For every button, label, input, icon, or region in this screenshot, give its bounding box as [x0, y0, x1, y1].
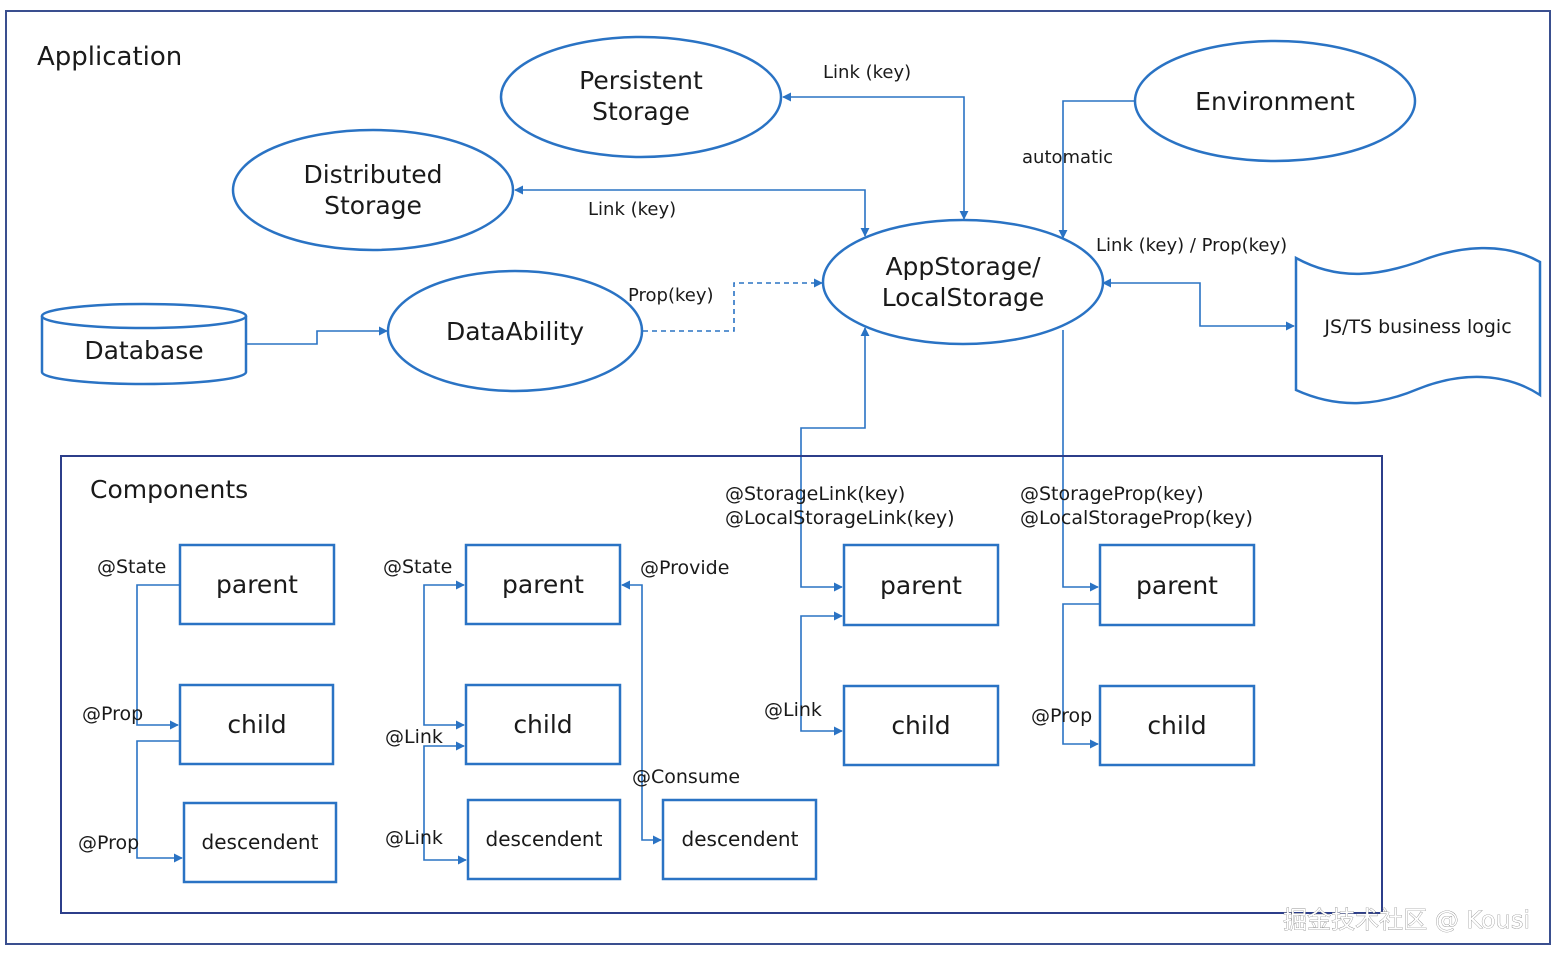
g3-link-connector	[800, 611, 843, 736]
g2-link2-label: @Link	[385, 827, 443, 849]
g3-link-label: @Link	[764, 699, 822, 721]
distributed-storage-label-line2: Storage	[324, 191, 422, 220]
g3-parent-box	[842, 543, 1000, 627]
g4-child-box	[1098, 684, 1256, 767]
g2-child-box	[464, 683, 622, 766]
distributed-link-label: Link (key)	[588, 199, 676, 220]
business-logic-connector	[1102, 278, 1295, 331]
g2-parent-label: parent	[502, 570, 584, 599]
g2-parent-box	[464, 543, 622, 626]
storage-prop-connector	[1062, 330, 1099, 592]
database-to-dataability-connector	[246, 326, 388, 345]
g1-prop-prop-connector	[136, 740, 183, 863]
storage-prop-label-line1: @StorageProp(key)	[1020, 483, 1204, 505]
storage-prop-label-line2: @LocalStorageProp(key)	[1020, 507, 1253, 529]
g4-child-label: child	[1147, 711, 1206, 740]
watermark: 掘金技术社区 @ Kousi	[1283, 906, 1530, 934]
g2-child-label: child	[513, 710, 572, 739]
dataability-node	[386, 269, 644, 393]
g2-state-label: @State	[383, 556, 452, 578]
business-logic-node	[1294, 246, 1542, 405]
appstorage-node	[821, 218, 1105, 346]
distributed-storage-label-line1: Distributed	[303, 160, 442, 189]
g4-prop-label: @Prop	[1031, 705, 1092, 727]
distributed-storage-node	[231, 128, 515, 252]
appstorage-label-line1: AppStorage/	[885, 252, 1041, 281]
g1-prop1-label: @Prop	[82, 703, 143, 725]
storage-link-label-line1: @StorageLink(key)	[725, 483, 905, 505]
g1-state-label: @State	[97, 556, 166, 578]
g2-consume-label: @Consume	[632, 766, 740, 788]
g2-link1-label: @Link	[385, 726, 443, 748]
database-node	[40, 302, 248, 386]
application-title: Application	[37, 42, 182, 72]
g2-descendent2-label: descendent	[682, 827, 799, 851]
environment-label: Environment	[1195, 87, 1355, 116]
persistent-link-label: Link (key)	[823, 62, 911, 83]
appstorage-label-line2: LocalStorage	[882, 283, 1045, 312]
distributed-link-connector	[514, 185, 870, 237]
persistent-storage-label-line1: Persistent	[579, 66, 703, 95]
dataability-prop-label: Prop(key)	[628, 285, 714, 306]
g2-state-link-connector	[423, 580, 465, 730]
database-label: Database	[84, 336, 203, 365]
components-title: Components	[90, 475, 248, 504]
business-link-prop-label: Link (key) / Prop(key)	[1096, 235, 1287, 256]
g1-descendent-label: descendent	[202, 830, 319, 854]
g2-provide-label: @Provide	[640, 557, 729, 579]
g4-parent-box	[1098, 543, 1256, 627]
g1-state-prop-connector	[136, 584, 180, 730]
g1-parent-label: parent	[216, 570, 298, 599]
storage-link-label-line2: @LocalStorageLink(key)	[725, 507, 955, 529]
g2-descendent-box	[466, 798, 622, 881]
persistent-storage-label-line2: Storage	[592, 97, 690, 126]
g3-parent-label: parent	[880, 571, 962, 600]
environment-automatic-connector	[1058, 100, 1135, 239]
business-logic-label: JS/TS business logic	[1323, 316, 1511, 338]
g1-child-label: child	[227, 710, 286, 739]
g2-descendent2-box	[661, 798, 818, 881]
g3-child-box	[842, 684, 1000, 767]
g2-provide-consume-connector	[621, 580, 662, 845]
persistent-storage-node	[499, 35, 783, 159]
g4-prop-connector	[1062, 603, 1100, 749]
persistent-link-connector	[782, 92, 969, 220]
g2-link-link-connector	[423, 741, 467, 865]
components-frame	[60, 455, 1383, 914]
g3-child-label: child	[891, 711, 950, 740]
storage-link-connector	[800, 327, 870, 592]
g4-parent-label: parent	[1136, 571, 1218, 600]
dataability-prop-connector	[643, 278, 823, 332]
application-frame	[5, 10, 1551, 945]
g1-child-box	[178, 683, 335, 766]
g2-descendent-label: descendent	[486, 827, 603, 851]
g1-prop2-label: @Prop	[78, 832, 139, 854]
environment-automatic-label: automatic	[1022, 147, 1113, 168]
g1-descendent-box	[182, 801, 338, 884]
dataability-label: DataAbility	[446, 317, 584, 346]
